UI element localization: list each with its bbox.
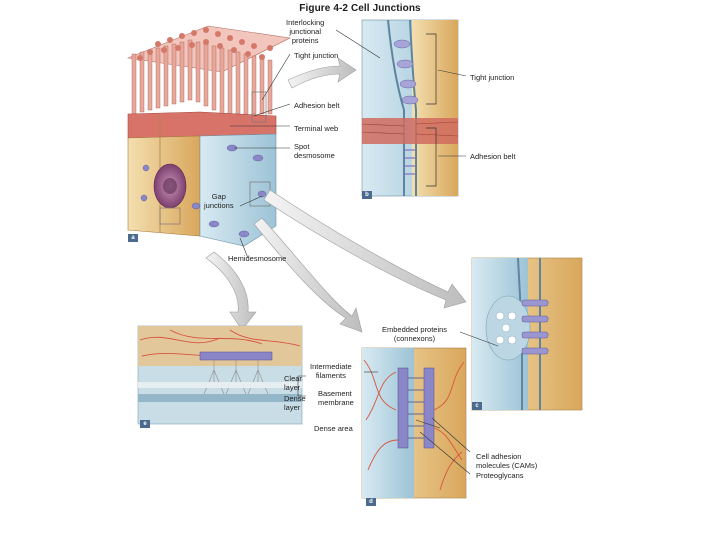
panel-tag-c: c bbox=[472, 402, 482, 410]
label-gap-junctions: Gap junctions bbox=[204, 192, 234, 210]
label-proteoglycans: Proteoglycans bbox=[476, 471, 524, 480]
panel-a-epithelium bbox=[126, 25, 291, 247]
label-basement-membrane: Basement membrane bbox=[318, 389, 354, 407]
panel-tag-b: b bbox=[362, 191, 372, 199]
label-interlocking-proteins: Interlocking junctional proteins bbox=[286, 18, 325, 45]
label-adhesion-belt-a: Adhesion belt bbox=[294, 101, 340, 110]
label-intermediate-filaments: Intermediate filaments bbox=[310, 362, 352, 380]
label-tight-junction-a: Tight junction bbox=[294, 51, 339, 60]
panel-b-tight-junction bbox=[361, 19, 459, 197]
label-dense-layer: Dense layer bbox=[284, 394, 306, 412]
label-hemidesmosome: Hemidesmosome bbox=[228, 254, 287, 263]
label-clear-layer: Clear layer bbox=[284, 374, 302, 392]
label-terminal-web: Terminal web bbox=[294, 124, 339, 133]
figure-title: Figure 4-2 Cell Junctions bbox=[299, 3, 421, 14]
callout-arrows bbox=[205, 57, 467, 333]
label-spot-desmosome: Spot desmosome bbox=[294, 142, 335, 160]
panel-tag-e: e bbox=[140, 420, 150, 428]
label-embedded-proteins: Embedded proteins (connexons) bbox=[382, 325, 448, 343]
label-dense-area: Dense area bbox=[314, 424, 353, 433]
panel-tag-d: d bbox=[366, 498, 376, 506]
label-adhesion-belt-b: Adhesion belt bbox=[470, 152, 516, 161]
leader-lines bbox=[230, 29, 499, 475]
panel-e-hemidesmosome bbox=[137, 325, 303, 425]
label-tight-junction-b: Tight junction bbox=[470, 73, 515, 82]
panel-tag-a: a bbox=[128, 234, 138, 242]
label-cams: Cell adhesion molecules (CAMs) bbox=[476, 452, 538, 470]
panel-d-desmosome bbox=[361, 347, 467, 499]
panel-c-gap-junction bbox=[471, 257, 583, 411]
